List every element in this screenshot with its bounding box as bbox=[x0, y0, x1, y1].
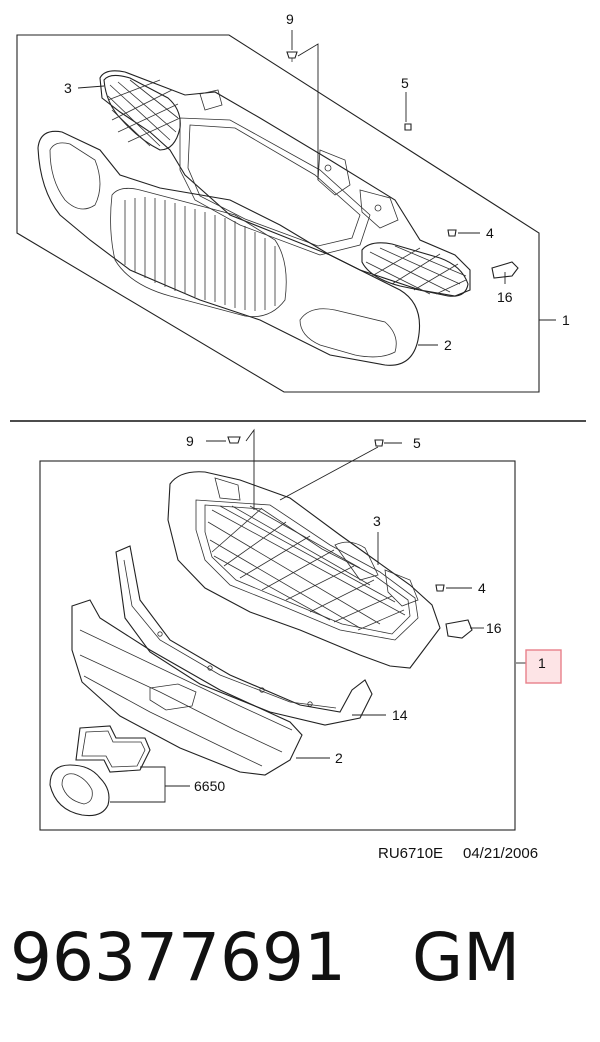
lower-frame bbox=[39, 460, 516, 831]
upper-grille-housing bbox=[99, 70, 471, 297]
part-brand: GM bbox=[412, 919, 520, 996]
screw-icon bbox=[404, 123, 412, 131]
upper-callout-4: 4 bbox=[486, 225, 494, 241]
lower-callout-9: 9 bbox=[186, 433, 194, 449]
lower-callout-14: 14 bbox=[392, 707, 408, 723]
screw-icon bbox=[447, 229, 457, 237]
upper-callout-3: 3 bbox=[64, 80, 72, 96]
lower-emblems bbox=[49, 725, 151, 817]
lower-callout-3: 3 bbox=[373, 513, 381, 529]
screw-icon bbox=[435, 584, 445, 592]
reference-date: 04/21/2006 bbox=[463, 845, 538, 862]
highlight-box-1 bbox=[525, 649, 562, 684]
upper-right-mesh bbox=[361, 242, 469, 297]
part-number: 96377691 bbox=[10, 919, 346, 996]
upper-frame bbox=[16, 34, 540, 393]
screw-icon bbox=[286, 51, 298, 59]
lower-diagram: 9 5 3 4 16 1 14 2 6650 bbox=[39, 428, 562, 831]
upper-front-grille bbox=[37, 130, 421, 366]
bowtie-emblem-icon bbox=[75, 725, 151, 773]
lower-callout-5: 5 bbox=[413, 435, 421, 451]
upper-callout-2: 2 bbox=[444, 337, 452, 353]
screw-icon bbox=[227, 436, 241, 444]
upper-diagram: 9 3 5 4 16 1 2 bbox=[16, 11, 570, 393]
upper-callout-1: 1 bbox=[562, 312, 570, 328]
lower-grille-housing bbox=[167, 471, 441, 669]
upper-leaders bbox=[77, 30, 556, 346]
lower-trim-molding bbox=[115, 545, 373, 726]
lower-callout-2: 2 bbox=[335, 750, 343, 766]
lower-callout-4: 4 bbox=[478, 580, 486, 596]
upper-fasteners bbox=[286, 51, 519, 279]
reference-code: RU6710E bbox=[378, 845, 443, 862]
lower-callout-16: 16 bbox=[486, 620, 502, 636]
lower-callout-1: 1 bbox=[538, 655, 546, 671]
screw-icon bbox=[374, 439, 384, 447]
lower-callout-6650: 6650 bbox=[194, 778, 225, 794]
lower-fasteners bbox=[227, 436, 473, 639]
clip-icon bbox=[491, 261, 519, 279]
upper-callout-5: 5 bbox=[401, 75, 409, 91]
lower-leaders bbox=[110, 428, 526, 803]
clip-icon bbox=[445, 619, 473, 639]
lower-front-grille bbox=[71, 599, 303, 776]
upper-callout-16: 16 bbox=[497, 289, 513, 305]
upper-callout-9: 9 bbox=[286, 11, 294, 27]
upper-left-mesh bbox=[103, 74, 181, 151]
oval-emblem-icon bbox=[49, 764, 110, 817]
